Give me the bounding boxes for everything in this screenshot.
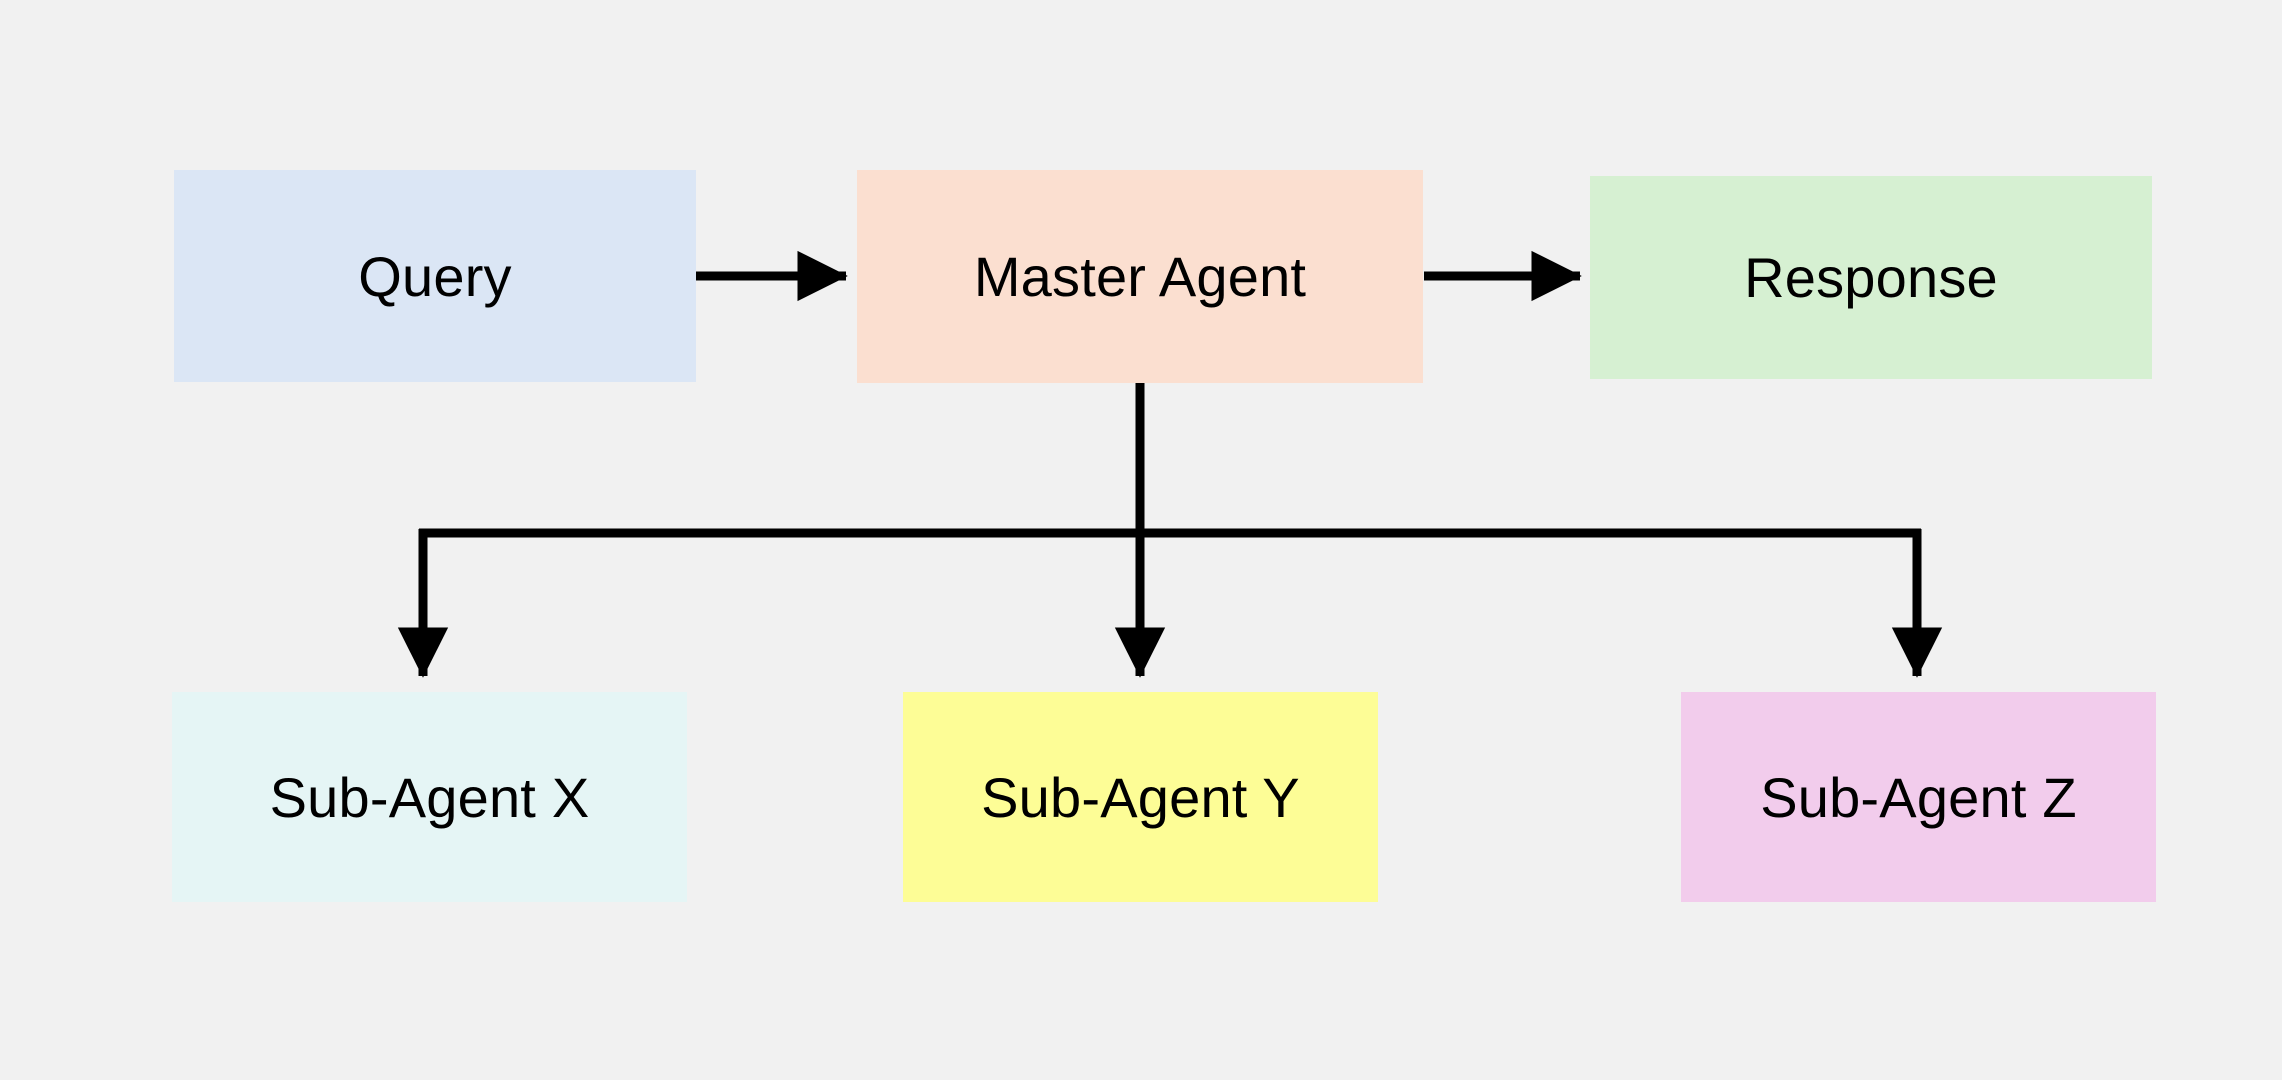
node-master-agent-label: Master Agent bbox=[973, 245, 1307, 308]
node-subagent-z-label: Sub-Agent Z bbox=[1760, 765, 2077, 829]
node-master-agent[interactable]: Master Agent bbox=[857, 170, 1423, 383]
node-query-label: Query bbox=[358, 244, 512, 308]
node-subagent-y-label: Sub-Agent Y bbox=[981, 765, 1300, 829]
node-response[interactable]: Response bbox=[1590, 176, 2152, 379]
node-query[interactable]: Query bbox=[174, 170, 696, 382]
node-subagent-x[interactable]: Sub-Agent X bbox=[172, 692, 687, 902]
node-subagent-x-label: Sub-Agent X bbox=[269, 765, 590, 829]
node-subagent-y[interactable]: Sub-Agent Y bbox=[903, 692, 1378, 902]
node-response-label: Response bbox=[1744, 246, 1998, 309]
node-subagent-z[interactable]: Sub-Agent Z bbox=[1681, 692, 2156, 902]
